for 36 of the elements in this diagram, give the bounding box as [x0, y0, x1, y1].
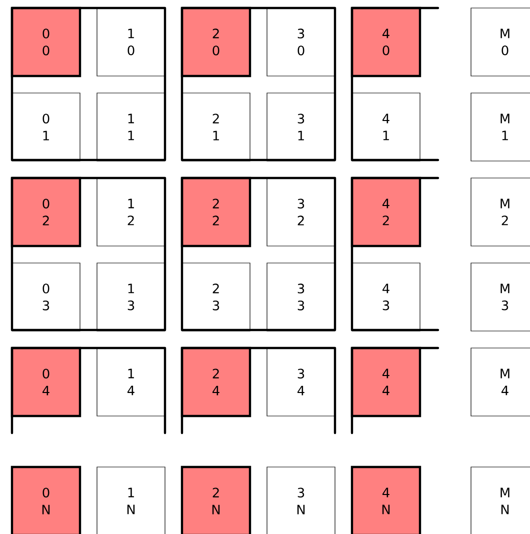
highlighted-cell: 0 2: [10, 176, 82, 248]
grid-cell: 1 0: [96, 8, 166, 76]
grid-cell: 3 1: [266, 92, 336, 162]
grid-cell: 3 4: [266, 348, 336, 416]
highlighted-cell: 0 0: [10, 6, 82, 78]
grid-cell: M 0: [470, 8, 530, 76]
grid-cell: 0 1: [12, 92, 80, 162]
grid-cell: M 4: [470, 348, 530, 416]
highlighted-cell: 0 N: [10, 466, 82, 534]
highlighted-cell: 4 4: [350, 346, 422, 418]
grid-cell: 2 3: [182, 262, 250, 332]
highlighted-cell: 0 4: [10, 346, 82, 418]
highlighted-cell: 2 4: [180, 346, 252, 418]
grid-cell: 4 1: [352, 92, 420, 162]
highlighted-cell: 2 2: [180, 176, 252, 248]
grid-cell: M 2: [470, 178, 530, 246]
grid-cell: 1 N: [96, 466, 166, 534]
grid-cell: M 1: [470, 92, 530, 162]
grid-cell: 2 1: [182, 92, 250, 162]
highlighted-cell: 2 0: [180, 6, 252, 78]
grid-cell: 3 0: [266, 8, 336, 76]
grid-cell: M 3: [470, 262, 530, 332]
grid-cell: 3 N: [266, 466, 336, 534]
grid-cell: 0 3: [12, 262, 80, 332]
grid-cell: 3 2: [266, 178, 336, 246]
grid-cell: 1 4: [96, 348, 166, 416]
highlighted-cell: 4 N: [350, 466, 422, 534]
grid-cell: 1 1: [96, 92, 166, 162]
grid-cell: M N: [470, 466, 530, 534]
grid-cell: 3 3: [266, 262, 336, 332]
highlighted-cell: 2 N: [180, 466, 252, 534]
highlighted-cell: 4 0: [350, 6, 422, 78]
grid-cell: 1 3: [96, 262, 166, 332]
highlighted-cell: 4 2: [350, 176, 422, 248]
grid-cell: 4 3: [352, 262, 420, 332]
grid-cell: 1 2: [96, 178, 166, 246]
